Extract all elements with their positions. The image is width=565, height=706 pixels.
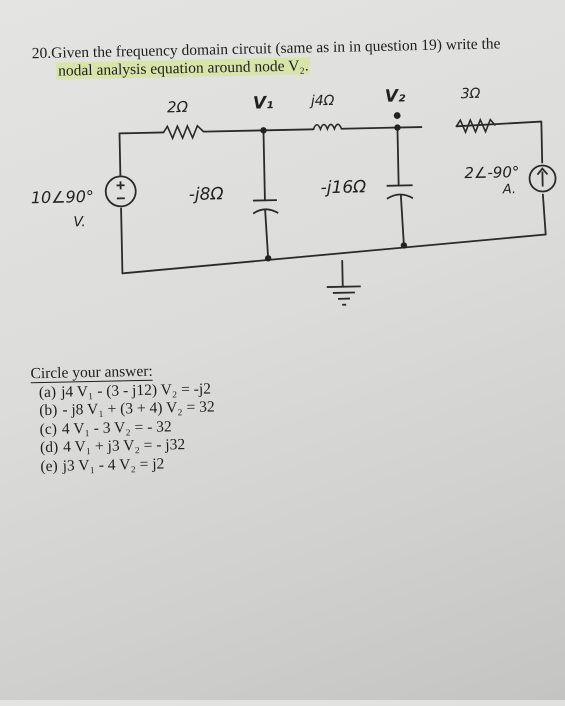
option-b-text: - j8 V₁ + (3 + 4) V₂ = 32: [62, 398, 215, 418]
node-dot-v2: [394, 112, 401, 119]
answer-options: Circle your answer: (a)j4 V₁ - (3 - j12)…: [30, 361, 221, 476]
option-e-text: j3 V₁ - 4 V₂ = j2: [62, 455, 164, 474]
option-a-text: j4 V₁ - (3 - j12) V₂ = -j2: [61, 380, 211, 400]
label-isource-unit: A.: [502, 182, 517, 197]
label-r1: 2Ω: [167, 98, 189, 116]
label-node-v2: V₂: [385, 86, 407, 106]
circuit-wires: [119, 121, 546, 291]
node-dot-v1: [260, 127, 267, 134]
option-e[interactable]: (e)j3 V₁ - 4 V₂ = j2: [32, 454, 221, 476]
label-inductor: j4Ω: [309, 93, 335, 110]
option-d-text: 4 V₁ + j3 V₂ = - j32: [63, 436, 185, 456]
inductor-j4: [313, 124, 341, 129]
option-b[interactable]: (b) - j8 V₁ + (3 + 4) V₂ = 32: [31, 398, 220, 420]
option-d-letter: (d): [40, 439, 58, 456]
circuit-diagram: 2Ω V₁ j4Ω V₂ 3Ω -j8Ω -j16Ω 10∠90° V. 2∠-…: [0, 0, 565, 366]
resistor-2ohm: [163, 126, 203, 139]
label-vsource: 10∠90°: [31, 187, 94, 207]
option-c-letter: (c): [39, 420, 57, 437]
capacitor-minus-j16: [387, 185, 413, 199]
label-node-v1: V₁: [253, 93, 274, 113]
label-vsource-unit: V.: [73, 214, 86, 230]
label-c2: -j16Ω: [320, 177, 366, 198]
current-source: [529, 165, 556, 192]
label-isource: 2∠-90°: [464, 163, 519, 182]
option-b-letter: (b): [39, 402, 57, 419]
answers-heading: Circle your answer:: [30, 364, 153, 384]
voltage-source: [105, 176, 136, 207]
label-c1: -j8Ω: [189, 184, 224, 205]
ground-symbol: [327, 286, 361, 305]
option-e-letter: (e): [40, 457, 58, 474]
option-a-letter: (a): [39, 383, 57, 400]
junction-dot-top: [394, 124, 401, 131]
label-r2: 3Ω: [461, 86, 481, 102]
option-c-text: 4 V₁ - 3 V₂ = - 32: [62, 418, 172, 437]
